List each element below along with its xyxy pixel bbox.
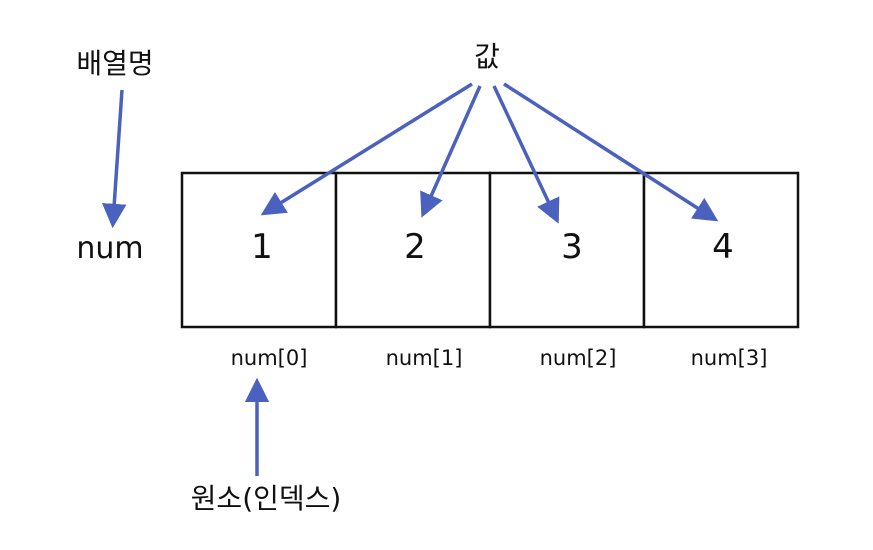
index-label-3: num[3] [691, 346, 768, 370]
element-index-label: 원소(인덱스) [191, 482, 342, 515]
arrow-value-to-cell-2 [492, 85, 560, 224]
arrow-value-to-cell-1 [420, 85, 482, 218]
array-cell-1 [334, 171, 492, 329]
index-label-2: num[2] [540, 346, 617, 370]
index-label-1: num[1] [386, 346, 463, 370]
array-cell-3 [642, 171, 800, 329]
cell-value-3: 4 [712, 227, 734, 267]
variable-name-label: num [76, 231, 143, 266]
cell-value-0: 1 [251, 227, 273, 267]
array-boxes [180, 171, 800, 329]
array-cell-0 [180, 171, 338, 329]
cell-value-1: 2 [404, 227, 426, 267]
arrows [102, 82, 719, 476]
array-name-label: 배열명 [76, 47, 153, 80]
index-label-0: num[0] [231, 346, 308, 370]
cell-value-2: 3 [561, 227, 583, 267]
arrow-value-to-cell-3 [503, 82, 719, 222]
arrow-array-name-to-variable [102, 89, 127, 229]
value-label: 값 [474, 40, 500, 73]
array-cell-2 [488, 171, 646, 329]
arrow-value-to-cell-0 [260, 82, 473, 216]
